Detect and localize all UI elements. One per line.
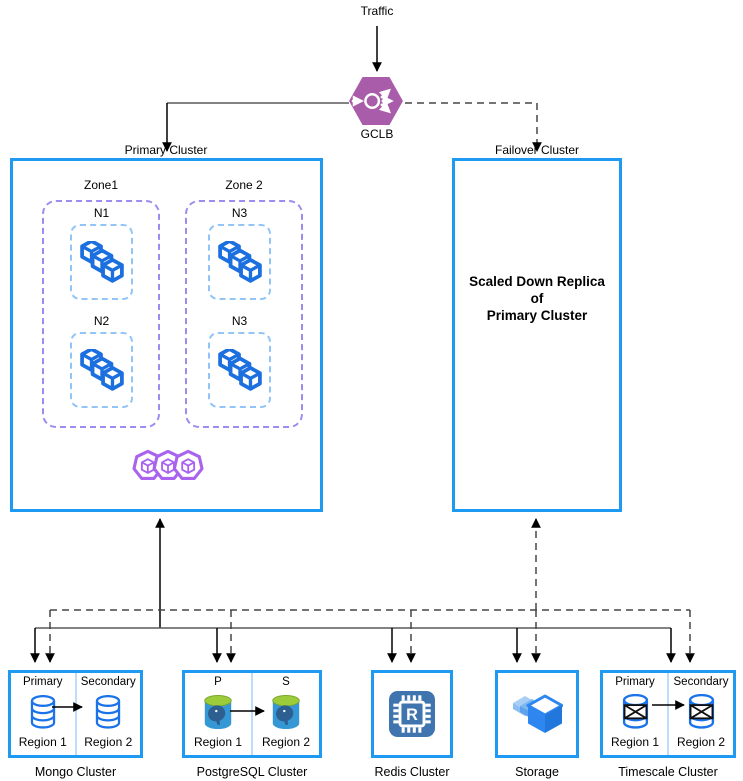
postgres-secondary-cell: S Region 2 [253,673,319,755]
region-label: Region 1 [193,735,243,749]
role-label: Primary [615,676,655,688]
zone-box [185,200,303,428]
redis-letter: R [406,706,418,724]
region-label: Region 2 [261,735,311,749]
workloads-icon [132,450,204,480]
node-box [70,224,133,300]
failover-line: Primary Cluster [486,308,588,323]
cluster-caption: Mongo Cluster [34,765,117,779]
node-box [208,224,271,300]
node-label: N2 [93,314,110,328]
node-box [208,332,271,408]
containers-icon [217,241,262,283]
mongo-cluster-box: Primary Region 1 Secondary Region 2 [8,670,143,758]
cluster-caption: PostgreSQL Cluster [196,765,308,779]
storage-box [495,670,579,758]
postgresql-icon [272,694,300,729]
gclb-label: GCLB [360,127,394,141]
role-label: P [214,676,222,688]
mongodb-icon [96,694,121,729]
zone-label: Zone 2 [225,178,263,192]
role-label: Primary [22,676,63,688]
role-label: S [282,676,290,688]
failover-line: of [530,291,544,306]
role-label: Secondary [673,676,729,688]
containers-icon [79,349,124,391]
region-label: Region 1 [18,735,67,749]
traffic-label: Traffic [360,4,394,18]
timescale-secondary-cell: Secondary Region 2 [669,673,733,755]
mongo-primary-cell: Primary Region 1 [11,673,77,755]
redis-cluster-box: R [371,670,453,758]
containers-icon [79,241,124,283]
region-label: Region 2 [84,735,133,749]
node-label: N1 [93,206,110,220]
failover-cluster-label: Failover Cluster [494,143,580,157]
mongo-secondary-cell: Secondary Region 2 [77,673,141,755]
timescale-icon [622,694,648,729]
zone-box [42,200,160,428]
cluster-caption: Redis Cluster [374,765,450,779]
timescale-primary-cell: Primary Region 1 [603,673,669,755]
timescale-cluster-box: Primary Region 1 Secondary Region 2 [600,670,736,758]
timescale-icon [688,694,714,729]
mongodb-icon [30,694,55,729]
redis-memorystore-icon: R [389,691,435,737]
primary-cluster-box: Zone1 Zone 2 N1 N2 N3 N3 [10,158,323,512]
region-label: Region 1 [610,735,660,749]
postgresql-icon [204,694,232,729]
primary-cluster-label: Primary Cluster [124,143,208,157]
postgres-primary-cell: P Region 1 [185,673,253,755]
failover-line: Scaled Down Replica [469,274,605,289]
node-box [70,332,133,408]
cluster-caption: Timescale Cluster [618,765,718,779]
node-label: N3 [231,314,248,328]
postgresql-cluster-box: P Region 1 S Region 2 [182,670,322,758]
storage-icon [513,694,563,733]
gclb-load-balancer-icon [349,76,403,126]
node-label: N3 [231,206,248,220]
failover-cluster-box: Scaled Down Replica of Primary Cluster [452,158,622,512]
containers-icon [217,349,262,391]
zone-label: Zone1 [83,178,119,192]
cluster-caption: Storage [515,765,559,779]
region-label: Region 2 [676,735,726,749]
failover-description: Scaled Down Replica of Primary Cluster [455,273,619,324]
role-label: Secondary [80,676,136,688]
